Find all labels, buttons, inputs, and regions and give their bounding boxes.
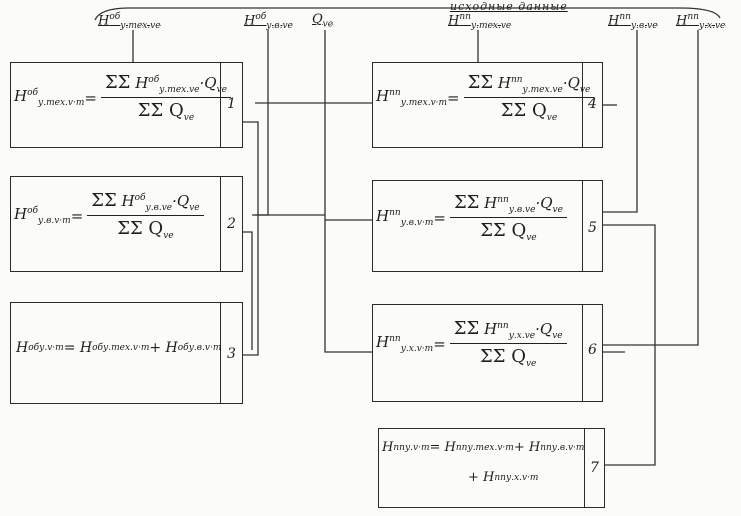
wire-in5 — [603, 30, 638, 213]
block-1-number-cell — [220, 62, 243, 148]
block-7-number: 7 — [590, 460, 599, 476]
wire-b1-b3 — [243, 121, 259, 356]
block-4-number: 4 — [588, 96, 597, 112]
block-2-number: 2 — [227, 216, 236, 232]
input-h-ob-v: Hобу.в.ve — [244, 12, 293, 31]
block-2-number-cell — [220, 176, 243, 272]
block-5-number: 5 — [588, 220, 597, 236]
block-1-number: 1 — [227, 96, 236, 112]
block-5-number-cell — [582, 180, 603, 272]
block-6-formula: Hппу.х.v·m = ΣΣ Hппу.х.ve·Qve ΣΣ Qve — [376, 318, 567, 369]
block-5-formula: Hппу.в.v·m = ΣΣ Hппу.в.ve·Qve ΣΣ Qve — [376, 192, 567, 243]
block-7-number-cell — [584, 428, 605, 508]
caption-source-data: исходные данные — [450, 0, 568, 13]
block-4-formula: Hппу.тех.v·m = ΣΣ Hппу.тех.ve·Qve ΣΣ Qve — [376, 72, 595, 123]
input-h-ob-tex: Hобу.тех.ve — [98, 12, 161, 31]
block-3-number: 3 — [227, 346, 236, 362]
input-q: Qve — [312, 12, 334, 30]
wire-b5-b7 — [603, 224, 656, 466]
block-1-formula: Hобу.тех.v·m = ΣΣ Hобу.тех.ve·Qve ΣΣ Qve — [14, 72, 231, 123]
block-3-number-cell — [220, 302, 243, 404]
wire-b2-b3 — [243, 231, 253, 350]
input-h-pp-x: Hппу.х.ve — [676, 12, 726, 31]
wire-q — [324, 30, 372, 353]
input-h-pp-tex: Hппу.тех.ve — [448, 12, 512, 31]
input-bracket — [94, 7, 721, 21]
block-2-formula: Hобу.в.v·m = ΣΣ Hобу.в.ve·Qve ΣΣ Qve — [14, 190, 204, 241]
block-6-number: 6 — [588, 342, 597, 358]
input-h-pp-v: Hппу.в.ve — [608, 12, 658, 31]
block-6-number-cell — [582, 304, 603, 402]
block-4-number-cell — [582, 62, 603, 148]
wire-in6 — [603, 30, 699, 346]
